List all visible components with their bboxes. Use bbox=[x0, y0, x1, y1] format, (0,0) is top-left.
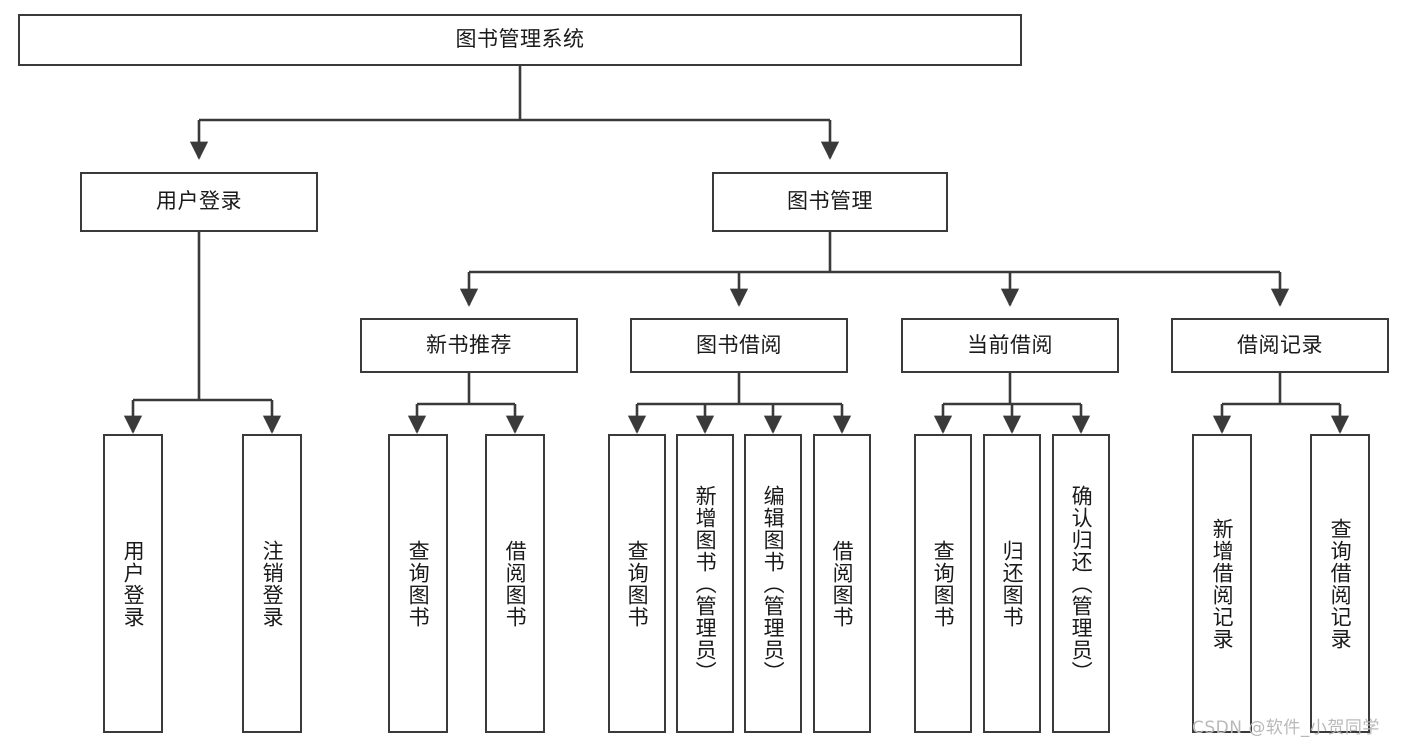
leaf-user-login-logout[interactable]: 注销登录 bbox=[242, 434, 302, 733]
leaf-borrow-borrow-book[interactable]: 借阅图书 bbox=[813, 434, 871, 733]
node-label: 归还图书 bbox=[1000, 539, 1025, 628]
node-user-login[interactable]: 用户登录 bbox=[80, 172, 318, 232]
node-label: 查询借阅记录 bbox=[1328, 517, 1353, 650]
node-label: 注销登录 bbox=[260, 539, 285, 628]
leaf-borrow-add-book-admin[interactable]: 新增图书（管理员） bbox=[676, 434, 734, 733]
node-root-system[interactable]: 图书管理系统 bbox=[18, 14, 1022, 66]
node-label: 查询图书 bbox=[931, 539, 956, 628]
node-label: 编辑图书（管理员） bbox=[761, 484, 786, 683]
node-book-management[interactable]: 图书管理 bbox=[712, 172, 948, 232]
node-new-book-recommend[interactable]: 新书推荐 bbox=[360, 318, 578, 373]
node-book-borrow[interactable]: 图书借阅 bbox=[630, 318, 848, 373]
leaf-record-add-record[interactable]: 新增借阅记录 bbox=[1192, 434, 1252, 733]
node-label: 借阅图书 bbox=[503, 539, 528, 628]
leaf-record-query-record[interactable]: 查询借阅记录 bbox=[1310, 434, 1370, 733]
node-label: 图书借阅 bbox=[696, 332, 782, 357]
leaf-current-query-book[interactable]: 查询图书 bbox=[914, 434, 972, 733]
node-label: 借阅图书 bbox=[830, 539, 855, 628]
node-borrow-record[interactable]: 借阅记录 bbox=[1171, 318, 1389, 373]
leaf-current-confirm-return-admin[interactable]: 确认归还（管理员） bbox=[1052, 434, 1110, 733]
node-label: 图书管理 bbox=[787, 189, 873, 214]
node-label: 新书推荐 bbox=[426, 332, 512, 357]
leaf-recommend-borrow-book[interactable]: 借阅图书 bbox=[485, 434, 545, 733]
leaf-current-return-book[interactable]: 归还图书 bbox=[983, 434, 1041, 733]
leaf-recommend-query-book[interactable]: 查询图书 bbox=[388, 434, 448, 733]
node-label: 用户登录 bbox=[121, 539, 146, 628]
node-label: 图书管理系统 bbox=[455, 27, 585, 52]
node-label: 确认归还（管理员） bbox=[1069, 484, 1094, 683]
leaf-borrow-edit-book-admin[interactable]: 编辑图书（管理员） bbox=[744, 434, 802, 733]
node-label: 当前借阅 bbox=[967, 332, 1053, 357]
leaf-user-login-login[interactable]: 用户登录 bbox=[103, 434, 163, 733]
node-label: 查询图书 bbox=[406, 539, 431, 628]
leaf-borrow-query-book[interactable]: 查询图书 bbox=[608, 434, 666, 733]
node-current-borrow[interactable]: 当前借阅 bbox=[901, 318, 1119, 373]
node-label: 用户登录 bbox=[156, 189, 242, 214]
node-label: 新增图书（管理员） bbox=[693, 484, 718, 683]
node-label: 查询图书 bbox=[625, 539, 650, 628]
node-label: 借阅记录 bbox=[1237, 332, 1323, 357]
node-label: 新增借阅记录 bbox=[1210, 517, 1235, 650]
watermark: CSDN @软件_小贺同学 bbox=[1192, 718, 1380, 738]
